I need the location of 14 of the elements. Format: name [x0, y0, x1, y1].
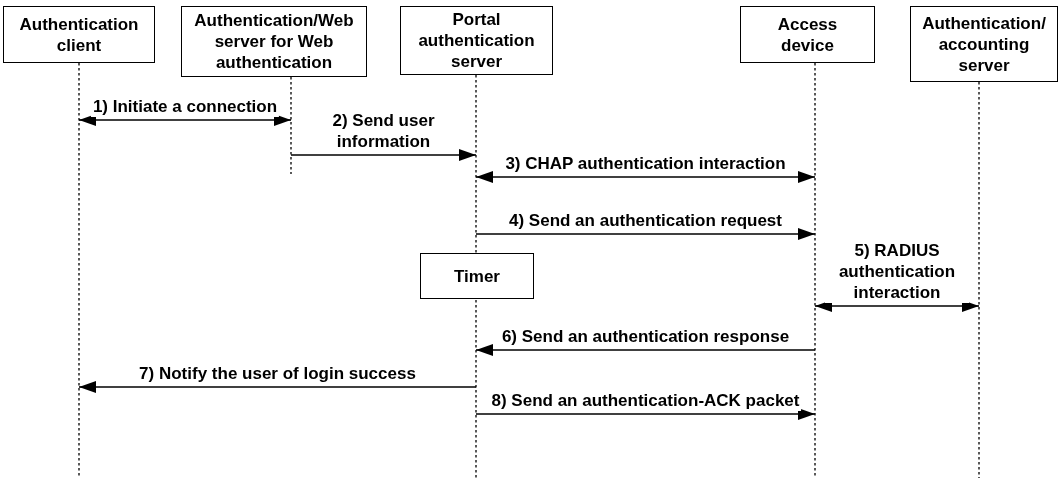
message-arrow [78, 381, 477, 393]
message-arrow [475, 344, 816, 356]
participant-name: Authentication client [18, 13, 140, 56]
message-arrow [814, 300, 980, 312]
message-arrow [475, 408, 816, 420]
message-arrow [290, 149, 477, 161]
participant-name: Authentication/ accounting server [921, 12, 1047, 76]
message-arrow [475, 171, 816, 183]
timer-label: Timer [454, 265, 500, 287]
participant-name: Access device [776, 13, 839, 56]
message-arrow [475, 228, 816, 240]
participant-name: Portal authentication server [417, 9, 536, 72]
participant-name: Authentication/Web server for Web authentication [193, 10, 355, 73]
message-arrow [78, 114, 292, 126]
